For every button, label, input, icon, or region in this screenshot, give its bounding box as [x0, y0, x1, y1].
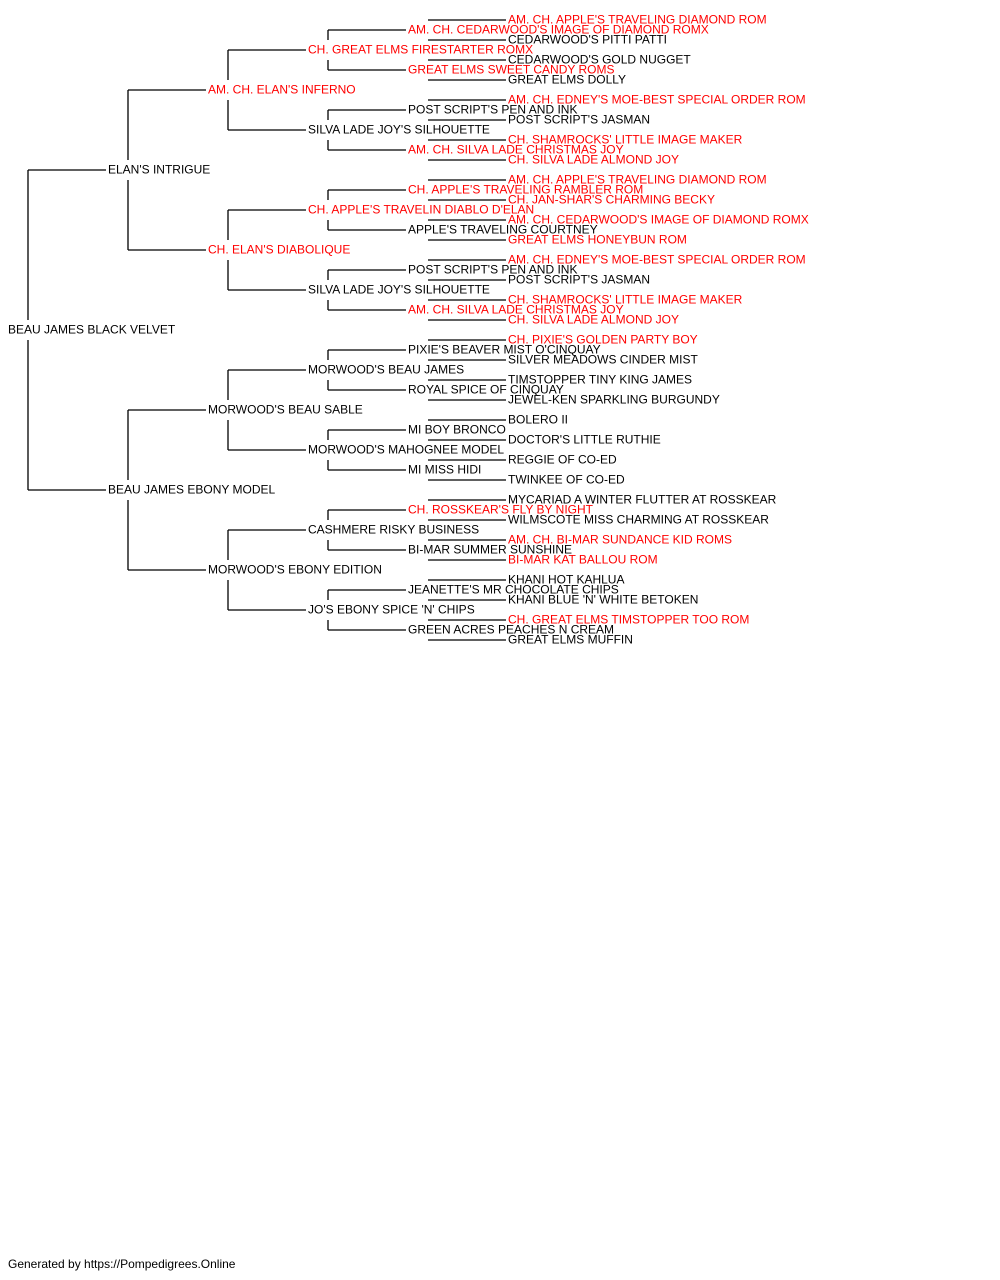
sire-name: MYCARIAD A WINTER FLUTTER AT ROSSKEAR [508, 493, 777, 507]
sire-name: ELAN'S INTRIGUE [108, 163, 210, 177]
sire-name: AM. CH. APPLE'S TRAVELING DIAMOND ROM [508, 13, 767, 27]
sire-name: BOLERO II [508, 413, 568, 427]
sire-name: POST SCRIPT'S PEN AND INK [408, 103, 577, 117]
sire-name: AM. CH. EDNEY'S MOE-BEST SPECIAL ORDER R… [508, 253, 806, 267]
dam-name: WILMSCOTE MISS CHARMING AT ROSSKEAR [508, 513, 769, 527]
dam-name: CH. SILVA LADE ALMOND JOY [508, 153, 679, 167]
sire-name: CH. GREAT ELMS TIMSTOPPER TOO ROM [508, 613, 749, 627]
sire-name: PIXIE'S BEAVER MIST O'CINQUAY [408, 343, 601, 357]
dam-name: CH. SILVA LADE ALMOND JOY [508, 313, 679, 327]
sire-name: MORWOOD'S BEAU JAMES [308, 363, 464, 377]
sire-name: CH. PIXIE'S GOLDEN PARTY BOY [508, 333, 698, 347]
sire-name: CH. SHAMROCKS' LITTLE IMAGE MAKER [508, 133, 743, 147]
sire-name: AM. CH. BI-MAR SUNDANCE KID ROMS [508, 533, 732, 547]
dam-name: BEAU JAMES EBONY MODEL [108, 483, 275, 497]
sire-name: AM. CH. CEDARWOOD'S IMAGE OF DIAMOND ROM… [408, 23, 709, 37]
sire-name: CH. APPLE'S TRAVELING RAMBLER ROM [408, 183, 643, 197]
dam-name: BI-MAR KAT BALLOU ROM [508, 553, 658, 567]
dam-name: SILVA LADE JOY'S SILHOUETTE [308, 283, 490, 297]
dam-name: POST SCRIPT'S JASMAN [508, 113, 650, 127]
sire-name: CH. SHAMROCKS' LITTLE IMAGE MAKER [508, 293, 743, 307]
dam-name: GREAT ELMS HONEYBUN ROM [508, 233, 687, 247]
dam-name: AM. CH. SILVA LADE CHRISTMAS JOY [408, 143, 624, 157]
dam-name: APPLE'S TRAVELING COURTNEY [408, 223, 598, 237]
dam-name: MORWOOD'S EBONY EDITION [208, 563, 382, 577]
dam-name: SILVER MEADOWS CINDER MIST [508, 353, 698, 367]
dam-name: JEWEL-KEN SPARKLING BURGUNDY [508, 393, 720, 407]
sire-name: AM. CH. CEDARWOOD'S IMAGE OF DIAMOND ROM… [508, 213, 809, 227]
dam-name: AM. CH. SILVA LADE CHRISTMAS JOY [408, 303, 624, 317]
dam-name: GREAT ELMS DOLLY [508, 73, 626, 87]
dam-name: MORWOOD'S MAHOGNEE MODEL [308, 443, 504, 457]
sire-name: MORWOOD'S BEAU SABLE [208, 403, 363, 417]
dam-name: MI MISS HIDI [408, 463, 481, 477]
sire-name: CH. ROSSKEAR'S FLY BY NIGHT [408, 503, 594, 517]
sire-name: AM. CH. ELAN'S INFERNO [208, 83, 356, 97]
sire-name: AM. CH. APPLE'S TRAVELING DIAMOND ROM [508, 173, 767, 187]
dam-name: CH. JAN-SHAR'S CHARMING BECKY [508, 193, 715, 207]
dam-name: DOCTOR'S LITTLE RUTHIE [508, 433, 661, 447]
sire-name: CH. GREAT ELMS FIRESTARTER ROMX [308, 43, 533, 57]
sire-name: KHANI HOT KAHLUA [508, 573, 624, 587]
dam-name: JO'S EBONY SPICE 'N' CHIPS [308, 603, 475, 617]
dam-name: ROYAL SPICE OF CINQUAY [408, 383, 564, 397]
dam-name: POST SCRIPT'S JASMAN [508, 273, 650, 287]
sire-name: MI BOY BRONCO [408, 423, 506, 437]
sire-name: CEDARWOOD'S GOLD NUGGET [508, 53, 691, 67]
sire-name: JEANETTE'S MR CHOCOLATE CHIPS [408, 583, 619, 597]
dam-name: KHANI BLUE 'N' WHITE BETOKEN [508, 593, 698, 607]
sire-name: REGGIE OF CO-ED [508, 453, 617, 467]
subject-name: BEAU JAMES BLACK VELVET [8, 323, 176, 337]
dam-name: SILVA LADE JOY'S SILHOUETTE [308, 123, 490, 137]
dam-name: TWINKEE OF CO-ED [508, 473, 625, 487]
sire-name: TIMSTOPPER TINY KING JAMES [508, 373, 692, 387]
dam-name: CEDARWOOD'S PITTI PATTI [508, 33, 667, 47]
dam-name: CH. ELAN'S DIABOLIQUE [208, 243, 350, 257]
sire-name: AM. CH. EDNEY'S MOE-BEST SPECIAL ORDER R… [508, 93, 806, 107]
dam-name: BI-MAR SUMMER SUNSHINE [408, 543, 572, 557]
sire-name: CH. APPLE'S TRAVELIN DIABLO D'ELAN [308, 203, 534, 217]
sire-name: CASHMERE RISKY BUSINESS [308, 523, 479, 537]
footer-credit: Generated by https://Pompedigrees.Online [8, 1257, 236, 1271]
sire-name: POST SCRIPT'S PEN AND INK [408, 263, 577, 277]
dam-name: GREAT ELMS MUFFIN [508, 633, 633, 647]
dam-name: GREAT ELMS SWEET CANDY ROMS [408, 63, 614, 77]
dam-name: GREEN ACRES PEACHES N CREAM [408, 623, 614, 637]
